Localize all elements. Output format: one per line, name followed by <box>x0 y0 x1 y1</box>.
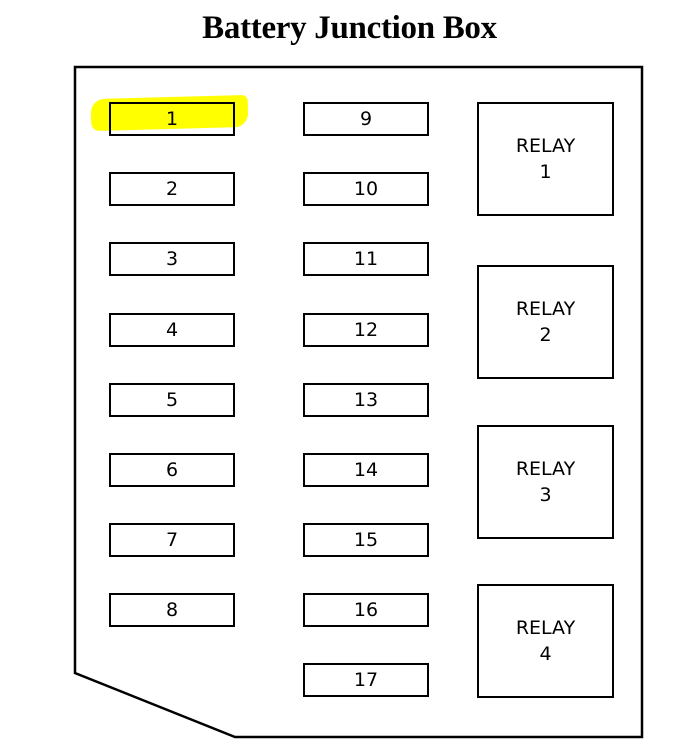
relay-2[interactable]: RELAY 2 <box>477 265 614 379</box>
relay-label: RELAY <box>515 617 576 639</box>
fuse-3[interactable]: 3 <box>109 242 235 276</box>
fuse-7[interactable]: 7 <box>109 523 235 557</box>
fuse-8[interactable]: 8 <box>109 593 235 627</box>
relay-label: RELAY <box>515 298 576 320</box>
diagram-title: Battery Junction Box <box>202 10 497 46</box>
fuse-1[interactable]: 1 <box>109 102 235 136</box>
relay-label: RELAY <box>515 135 576 157</box>
fuse-10[interactable]: 10 <box>303 172 429 206</box>
fuse-5[interactable]: 5 <box>109 383 235 417</box>
fuse-9[interactable]: 9 <box>303 102 429 136</box>
relay-4[interactable]: RELAY 4 <box>477 584 614 698</box>
fuse-16[interactable]: 16 <box>303 593 429 627</box>
relay-number: 3 <box>539 484 552 506</box>
relay-1[interactable]: RELAY 1 <box>477 102 614 216</box>
relay-number: 1 <box>539 161 552 183</box>
fuse-2[interactable]: 2 <box>109 172 235 206</box>
fuse-14[interactable]: 14 <box>303 453 429 487</box>
fuse-11[interactable]: 11 <box>303 242 429 276</box>
relay-3[interactable]: RELAY 3 <box>477 425 614 539</box>
fuse-15[interactable]: 15 <box>303 523 429 557</box>
fuse-13[interactable]: 13 <box>303 383 429 417</box>
fuse-6[interactable]: 6 <box>109 453 235 487</box>
relay-number: 4 <box>539 643 552 665</box>
fuse-4[interactable]: 4 <box>109 313 235 347</box>
fuse-12[interactable]: 12 <box>303 313 429 347</box>
fuse-17[interactable]: 17 <box>303 663 429 697</box>
relay-label: RELAY <box>515 458 576 480</box>
relay-number: 2 <box>539 324 552 346</box>
